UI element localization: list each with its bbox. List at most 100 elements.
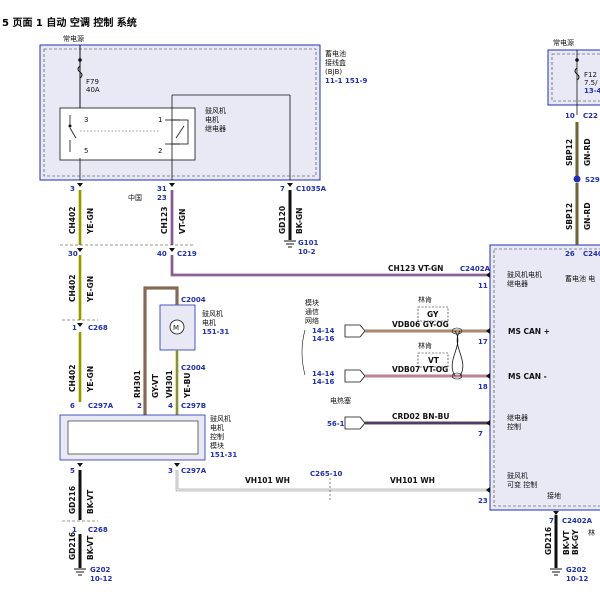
label-bkvt-1: BK-VT <box>86 489 95 514</box>
twisted-pair-icon <box>451 330 459 377</box>
twist-label-1: 林肯 <box>418 295 432 304</box>
relay-name-3: 继电器 <box>205 124 226 133</box>
bjb-name-3: (BJB) <box>325 68 342 76</box>
label-ch402-3: CH402 <box>68 365 77 392</box>
label-vh301: VH301 <box>165 370 174 398</box>
rm-relay-ctrl-2: 控制 <box>507 422 521 431</box>
label-yebu: YE-BU <box>183 373 192 399</box>
relay-name-2: 电机 <box>205 115 219 124</box>
relay-name-1: 鼓风机 <box>205 106 226 115</box>
motor-name-2: 电机 <box>202 318 216 327</box>
label-bkgy: BK-GY <box>571 529 580 555</box>
fuse-f12-rating: 7.5/ <box>584 79 598 87</box>
pin-1: 1 <box>72 324 77 332</box>
label-gd216-3: GD216 <box>544 527 553 555</box>
right-fuse-pin: 10 <box>565 112 575 120</box>
conn-c240: C240 <box>583 250 600 258</box>
ground-g202: G202 <box>90 566 110 574</box>
relay-pin-5: 5 <box>84 147 88 155</box>
net-label-3: 网络 <box>305 316 319 325</box>
pin-26: 26 <box>565 250 575 258</box>
conn-c265: C265-10 <box>310 470 343 478</box>
label-ch123-1: CH123 <box>160 207 169 234</box>
ground-g202b: G202 <box>566 566 586 574</box>
pin-40: 40 <box>157 250 167 258</box>
pin-5: 5 <box>70 467 75 475</box>
label-sbp12-1: SBP12 <box>565 139 574 166</box>
conn-c297a-bottom: C297A <box>181 467 207 475</box>
bjb-out-23: 23 <box>157 194 167 202</box>
bjb-middle-note: 中国 <box>128 193 142 202</box>
bjb-name-1: 蓄电池 <box>325 49 346 58</box>
fuse-f79-name: F79 <box>86 78 99 86</box>
label-gd216-1: GD216 <box>68 486 77 514</box>
rm-relay-1: 鼓风机电机 <box>507 270 542 279</box>
pin-6: 6 <box>70 402 75 410</box>
label-gyvt: GY-VT <box>151 373 160 398</box>
pin-3: 3 <box>168 467 173 475</box>
pin-11: 11 <box>478 282 488 290</box>
net-label-2: 通信 <box>305 307 319 316</box>
label-vtgn-1: VT-GN <box>178 209 187 234</box>
conn-c268b: C268 <box>88 526 108 534</box>
ground-g101: G101 <box>298 239 318 247</box>
bottom-right-label: 林 <box>588 528 595 537</box>
relay-box <box>59 107 196 161</box>
bjb-ref: 11-1 151-9 <box>325 77 367 85</box>
label-yegn-3: YE-GN <box>86 366 95 393</box>
label-bkvt-2: BK-VT <box>86 535 95 560</box>
label-yegn-1: YE-GN <box>86 208 95 235</box>
bjb-name-2: 接线盒 <box>325 58 346 67</box>
label-crd02: CRD02 BN-BU <box>392 412 449 421</box>
module-name-1: 鼓风机 <box>210 414 231 423</box>
label-bkgn: BK-GN <box>295 208 304 234</box>
bjb-inner-dash <box>43 48 317 177</box>
conn-c297a-top: C297A <box>88 402 114 410</box>
pin-7: 7 <box>478 430 483 438</box>
net-label-1: 模块 <box>305 298 319 307</box>
gy-label: GY <box>427 310 439 319</box>
relay-pin-1: 1 <box>158 116 162 124</box>
pin-1b: 1 <box>72 526 77 534</box>
conn-c2004-bottom: C2004 <box>181 364 206 372</box>
bjb-out-3: 3 <box>70 185 75 193</box>
motor-name-1: 鼓风机 <box>202 309 223 318</box>
ground-g202b-ref: 10-12 <box>566 575 589 583</box>
right-fuse-box <box>547 49 600 106</box>
rm-relay-ctrl-1: 继电器 <box>507 413 528 422</box>
module-name-2: 电机 <box>210 423 224 432</box>
twist-label-2: 林肯 <box>418 341 432 350</box>
label-rh301: RH301 <box>133 370 142 398</box>
conn-c268: C268 <box>88 324 108 332</box>
fuse-f79-rating: 40A <box>86 86 100 94</box>
motor-icon <box>169 319 185 335</box>
module-name-4: 模块 <box>210 441 224 450</box>
label-vdb06: VDB06 GY-OG <box>392 320 449 329</box>
label-vh101-1: VH101 WH <box>245 476 290 485</box>
ground-g101-ref: 10-2 <box>298 248 316 256</box>
conn-c219: C219 <box>177 250 197 258</box>
label-sbp12-2: SBP12 <box>565 203 574 230</box>
rm-ms-can-minus: MS CAN - <box>508 372 547 381</box>
label-ch402-2: CH402 <box>68 275 77 302</box>
rm-ground: 接地 <box>547 491 561 500</box>
rm-relay-2: 继电器 <box>507 279 528 288</box>
label-ch123-h: CH123 VT-GN <box>388 264 443 273</box>
ground-g202-ref: 10-12 <box>90 575 113 583</box>
fuse-f12-icon <box>574 67 580 81</box>
label-vdb07: VDB07 VT-OG <box>392 365 448 374</box>
conn-c1035a: C1035A <box>296 185 327 193</box>
right-fuse-top-label: 常电源 <box>553 38 574 47</box>
pin-4: 4 <box>168 402 173 410</box>
label-yegn-2: YE-GN <box>86 276 95 303</box>
conn-14-14-a: 14-14 <box>312 327 335 335</box>
label-gnrd-1: GN-RD <box>583 138 592 166</box>
fuse-f12-name: F12 <box>584 71 597 79</box>
rm-battery: 蓄电池 电 <box>565 274 595 283</box>
pin-17: 17 <box>478 338 488 346</box>
conn-14-16-a: 14-16 <box>312 335 335 343</box>
right-fuse-conn: C22 <box>583 112 598 120</box>
motor-m-glyph: M <box>173 324 179 332</box>
heater-conn: 56-1 <box>327 420 345 428</box>
